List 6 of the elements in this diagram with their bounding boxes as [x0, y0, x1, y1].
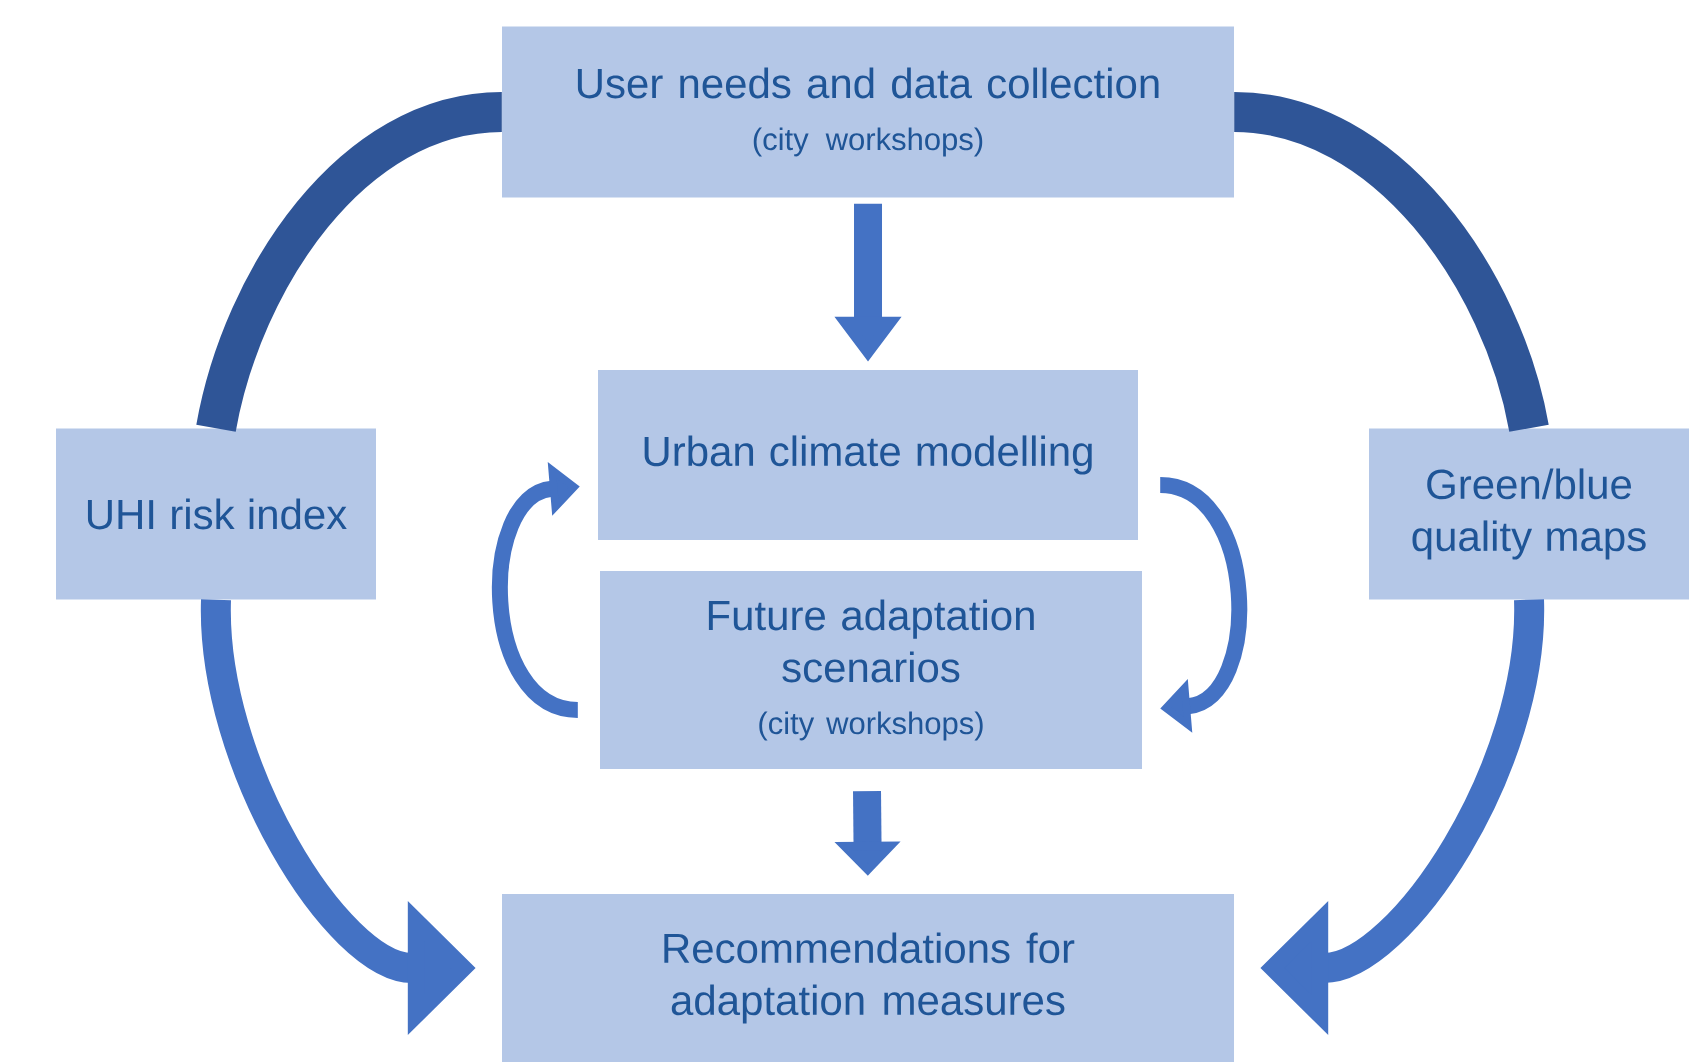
process-box: Recommendations for adaptation measures	[502, 894, 1234, 1062]
process-box: UHI risk index	[56, 428, 376, 600]
process-box: Future adaptation scenarios (city workshops)	[600, 571, 1142, 769]
process-box: Green/blue quality maps	[1369, 428, 1689, 600]
process-box: Urban climate modelling	[598, 370, 1138, 540]
process-box: User needs and data collection (city workshops)	[502, 26, 1234, 198]
